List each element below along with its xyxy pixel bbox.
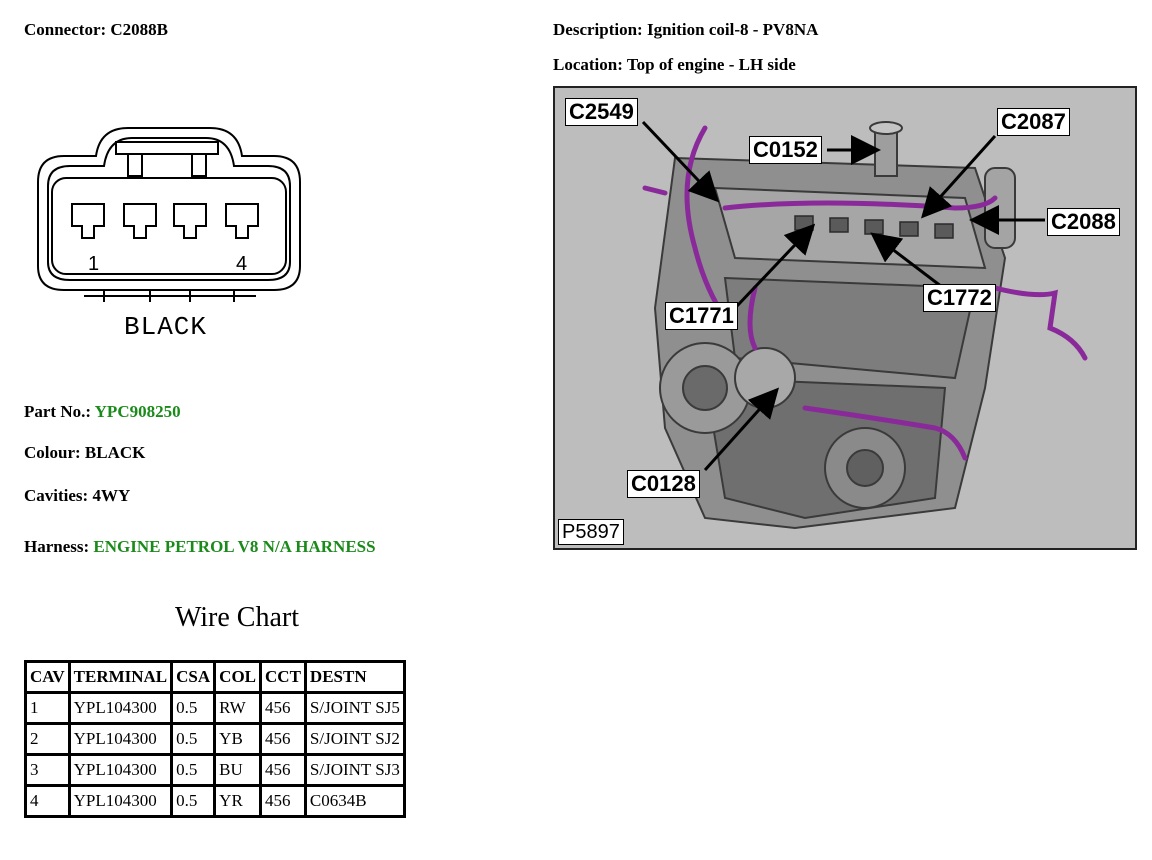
cavities-label: Cavities: [24,486,89,505]
cell-col: RW [216,694,263,725]
harness-row: Harness: ENGINE PETROL V8 N/A HARNESS [24,537,376,557]
colour-label: Colour: [24,443,81,462]
cell-terminal: YPL104300 [70,725,174,756]
column-header-terminal: TERMINAL [70,663,174,694]
part-number-label: Part No.: [24,402,92,421]
cavity-4 [225,203,259,239]
pin-1-number: 1 [88,253,99,275]
connector-value: C2088B [110,20,169,39]
cell-terminal: YPL104300 [70,694,174,725]
cell-csa: 0.5 [173,756,217,787]
location-heading: Location: Top of engine - LH side [553,55,796,75]
colour-row: Colour: BLACK [24,443,145,463]
cell-cct: 456 [262,725,307,756]
description-value: Ignition coil-8 - PV8NA [646,20,819,39]
description-heading: Description: Ignition coil-8 - PV8NA [553,20,818,40]
callout-c0152: C0152 [749,136,822,164]
cavity-group [71,203,259,239]
cell-csa: 0.5 [173,787,217,815]
cell-col: BU [216,756,263,787]
picture-reference-code: P5897 [558,519,624,545]
wire-chart-header-row: CAV TERMINAL CSA COL CCT DESTN [27,663,403,694]
cell-csa: 0.5 [173,725,217,756]
cell-terminal: YPL104300 [71,787,174,815]
table-row: 4 YPL104300 0.5 YR 456 C0634B [27,787,403,815]
cavity-3 [173,203,207,239]
callout-c0128: C0128 [627,470,700,498]
harness-link[interactable]: ENGINE PETROL V8 N/A HARNESS [93,537,376,556]
cell-csa: 0.5 [173,694,217,725]
callout-c2088: C2088 [1047,208,1120,236]
cell-destn: S/JOINT SJ3 [306,756,403,787]
column-header-destn: DESTN [306,663,403,694]
cell-cav: 3 [27,756,71,787]
cell-col: YR [216,787,263,815]
callout-c2087: C2087 [997,108,1070,136]
cavities-row: Cavities: 4WY [24,486,130,506]
table-row: 2 YPL104300 0.5 YB 456 S/JOINT SJ2 [27,725,403,756]
connector-label: Connector: [24,20,107,39]
location-value: Top of engine - LH side [626,55,796,74]
cavity-2 [123,203,157,239]
cell-cct: 456 [262,787,307,815]
harness-label: Harness: [24,537,90,556]
cell-destn: S/JOINT SJ5 [306,694,403,725]
wire-chart-title: Wire Chart [174,602,300,633]
cell-destn: S/JOINT SJ2 [306,725,403,756]
cell-terminal: YPL104300 [70,756,174,787]
cell-destn: C0634B [309,791,367,810]
cell-col: YB [216,725,263,756]
connector-heading: Connector: C2088B [24,20,168,40]
pin-4-number: 4 [236,253,247,275]
column-header-cav: CAV [27,663,71,694]
table-row: 1 YPL104300 0.5 RW 456 S/JOINT SJ5 [27,694,403,725]
column-header-cct: CCT [262,663,307,694]
cell-cct: 456 [262,694,307,725]
callout-leaders [641,120,1045,472]
engine-illustration [555,88,1135,548]
part-number-link[interactable]: YPC908250 [94,402,181,421]
cavities-value: 4WY [92,486,131,505]
cell-cav: 1 [27,694,71,725]
column-header-csa: CSA [173,663,217,694]
part-number-row: Part No.: YPC908250 [24,402,181,422]
location-label: Location: [553,55,623,74]
table-row: 3 YPL104300 0.5 BU 456 S/JOINT SJ3 [27,756,403,787]
cell-cav: 2 [27,725,71,756]
callout-c2549: C2549 [565,98,638,126]
connector-face-drawing: 1 4 BLACK [37,127,301,342]
cell-cav: 4 [27,787,71,815]
engine-location-picture: C2549 C0152 C2087 C2088 C1771 C1772 C012… [553,86,1137,550]
column-header-col: COL [216,663,263,694]
wire-chart-table: CAV TERMINAL CSA COL CCT DESTN 1 YPL1043… [24,660,406,818]
connector-colour-caption: BLACK [124,312,207,342]
cavity-1 [71,203,105,239]
cell-cct: 456 [262,756,307,787]
colour-value: BLACK [84,443,146,462]
callout-c1771: C1771 [665,302,738,330]
callout-c1772: C1772 [923,284,996,312]
description-label: Description: [553,20,643,39]
